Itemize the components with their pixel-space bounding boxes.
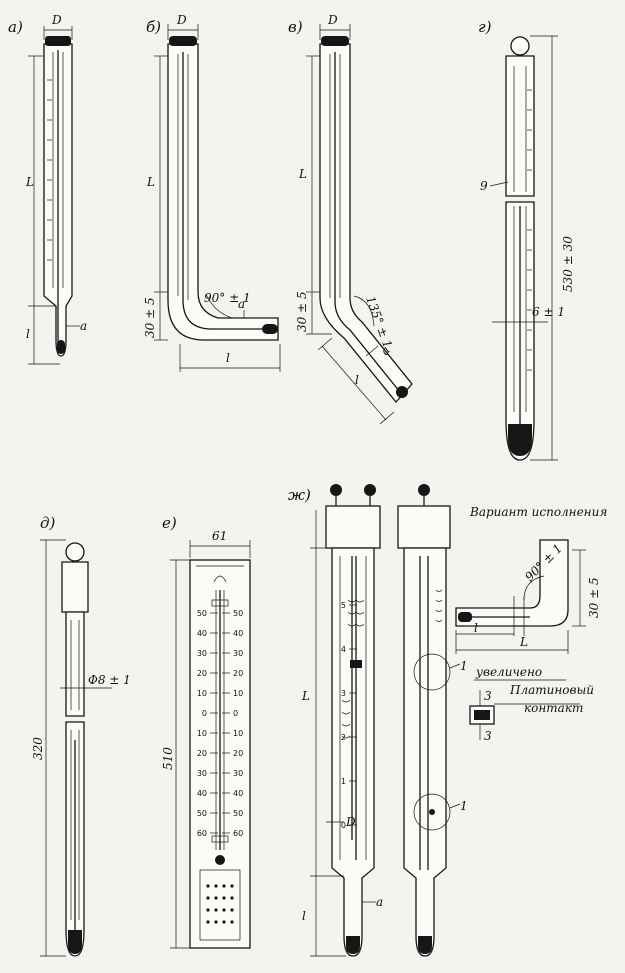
dim-v-L: L — [298, 167, 307, 181]
scale-e-left-label: 30 — [197, 649, 207, 658]
zoomed-detail: увеличено Платиновый контакт 3 3 — [469, 665, 594, 743]
thermometer-v: в) D L 30 ± 5 135° ± 1 a l — [288, 13, 413, 425]
label-zh: ж) — [288, 486, 311, 504]
scale-e-left-label: 50 — [197, 609, 207, 618]
label-v: в) — [288, 18, 303, 36]
dim-zh-a: a — [376, 895, 383, 909]
dim-v-l: l — [355, 373, 359, 387]
thermometer-e: е) 50 40 30 20 10 0 10 20 30 40 50 60 50 40 30 20 10 0 10… — [161, 514, 251, 949]
scale-e-left-label: 30 — [197, 769, 207, 778]
terminal-left-icon — [330, 484, 342, 506]
dim-b-angle: 90° ± 1 — [204, 291, 251, 305]
dim-variant-30: 30 ± 5 — [587, 577, 601, 618]
thermometer-d: д) 320 Φ8 ± 1 — [31, 514, 131, 957]
dim-e-61: 61 — [212, 529, 227, 543]
scale-e-left-label: 40 — [197, 789, 207, 798]
dim-zoomed-3-b: 3 — [484, 729, 492, 743]
dim-d-320: 320 — [31, 737, 45, 760]
dim-v-D: D — [327, 13, 338, 27]
zoomed-note: увеличено — [475, 665, 542, 679]
scale-zh-label: 5 — [341, 601, 346, 610]
scale-e-left-label: 10 — [197, 689, 207, 698]
scale-zh-label: 3 — [341, 689, 346, 698]
dim-zh-l: l — [302, 909, 306, 923]
scale-zh-label: 0 — [341, 821, 346, 830]
dim-a-D: D — [51, 13, 62, 27]
scale-e-left-label: 40 — [197, 629, 207, 638]
scale-e-left-label: 60 — [197, 829, 207, 838]
dim-b-L: L — [146, 175, 155, 189]
thermometer-b: б) D L 30 ± 5 90° ± 1 a l — [143, 13, 281, 372]
scale-e-left-label: 50 — [197, 809, 207, 818]
e-scale-right: 50 40 30 20 10 0 10 20 30 40 50 60 — [222, 609, 243, 838]
dim-g-530: 530 ± 30 — [561, 236, 575, 292]
callout-1-b: 1 — [460, 799, 468, 813]
e-scale-left: 50 40 30 20 10 0 10 20 30 40 50 60 — [197, 609, 218, 838]
callout-1-a: 1 — [460, 659, 468, 673]
scale-e-right-label: 30 — [233, 769, 243, 778]
label-d: д) — [40, 514, 56, 532]
terminal-right-icon — [364, 484, 376, 506]
scale-e-right-label: 60 — [233, 829, 243, 838]
scale-e-left-label: 20 — [197, 669, 207, 678]
thermometer-zh: ж) 5 4 3 2 1 0 L l D a — [288, 484, 383, 957]
scale-e-right-label: 30 — [233, 649, 243, 658]
dim-v-30: 30 ± 5 — [295, 291, 309, 332]
dim-a-L: L — [25, 175, 34, 189]
scale-e-right-label: 20 — [233, 669, 243, 678]
label-a: а) — [8, 18, 23, 36]
scale-e-right-label: 10 — [233, 729, 243, 738]
dim-zh-L: L — [301, 689, 310, 703]
scale-zh-label: 2 — [341, 733, 346, 742]
dim-b-l: l — [226, 351, 230, 365]
dim-g-9: 9 — [480, 179, 488, 193]
scale-e-left-label: 20 — [197, 749, 207, 758]
dim-d-phi8: Φ8 ± 1 — [88, 673, 131, 687]
label-b: б) — [146, 18, 161, 36]
zh-scale: 5 4 3 2 1 0 — [341, 601, 357, 830]
dim-a-l: l — [26, 327, 30, 341]
variant-title: Вариант исполнения — [469, 505, 607, 519]
dim-b-a: a — [238, 297, 245, 311]
dim-e-510: 510 — [161, 747, 175, 770]
dim-b-D: D — [176, 13, 187, 27]
label-g: г) — [478, 18, 492, 36]
thermometer-zh-side: 1 1 — [397, 484, 468, 957]
scale-e-right-label: 40 — [233, 629, 243, 638]
scale-e-right-label: 10 — [233, 689, 243, 698]
dim-zh-D: D — [345, 815, 356, 829]
scale-e-right-label: 50 — [233, 609, 243, 618]
dim-variant-l: l — [474, 621, 478, 635]
contact-note: контакт — [524, 701, 583, 715]
scale-e-right-label: 50 — [233, 809, 243, 818]
terminal-side-icon — [418, 484, 430, 506]
dim-b-30: 30 ± 5 — [143, 297, 157, 338]
dim-variant-L: L — [519, 635, 528, 649]
scale-e-right-label: 40 — [233, 789, 243, 798]
dim-a-a: a — [80, 319, 87, 333]
scale-zh-label: 1 — [341, 777, 346, 786]
thermometer-g: г) 9 530 ± 30 6 ± 1 — [478, 18, 575, 461]
thermometer-a: а) D L l a — [8, 13, 87, 365]
scale-e-right-label: 20 — [233, 749, 243, 758]
variant-detail: Вариант исполнения 90° ± 1 30 ± 5 l L — [455, 505, 607, 654]
scale-e-left-label: 10 — [197, 729, 207, 738]
scale-e-left-label: 0 — [202, 709, 207, 718]
label-e: е) — [162, 514, 177, 532]
dim-g-6: 6 ± 1 — [532, 305, 565, 319]
dim-zoomed-3-a: 3 — [484, 689, 492, 703]
scale-zh-label: 4 — [341, 645, 346, 654]
platinum-note: Платиновый — [509, 683, 594, 697]
scale-e-right-label: 0 — [233, 709, 238, 718]
